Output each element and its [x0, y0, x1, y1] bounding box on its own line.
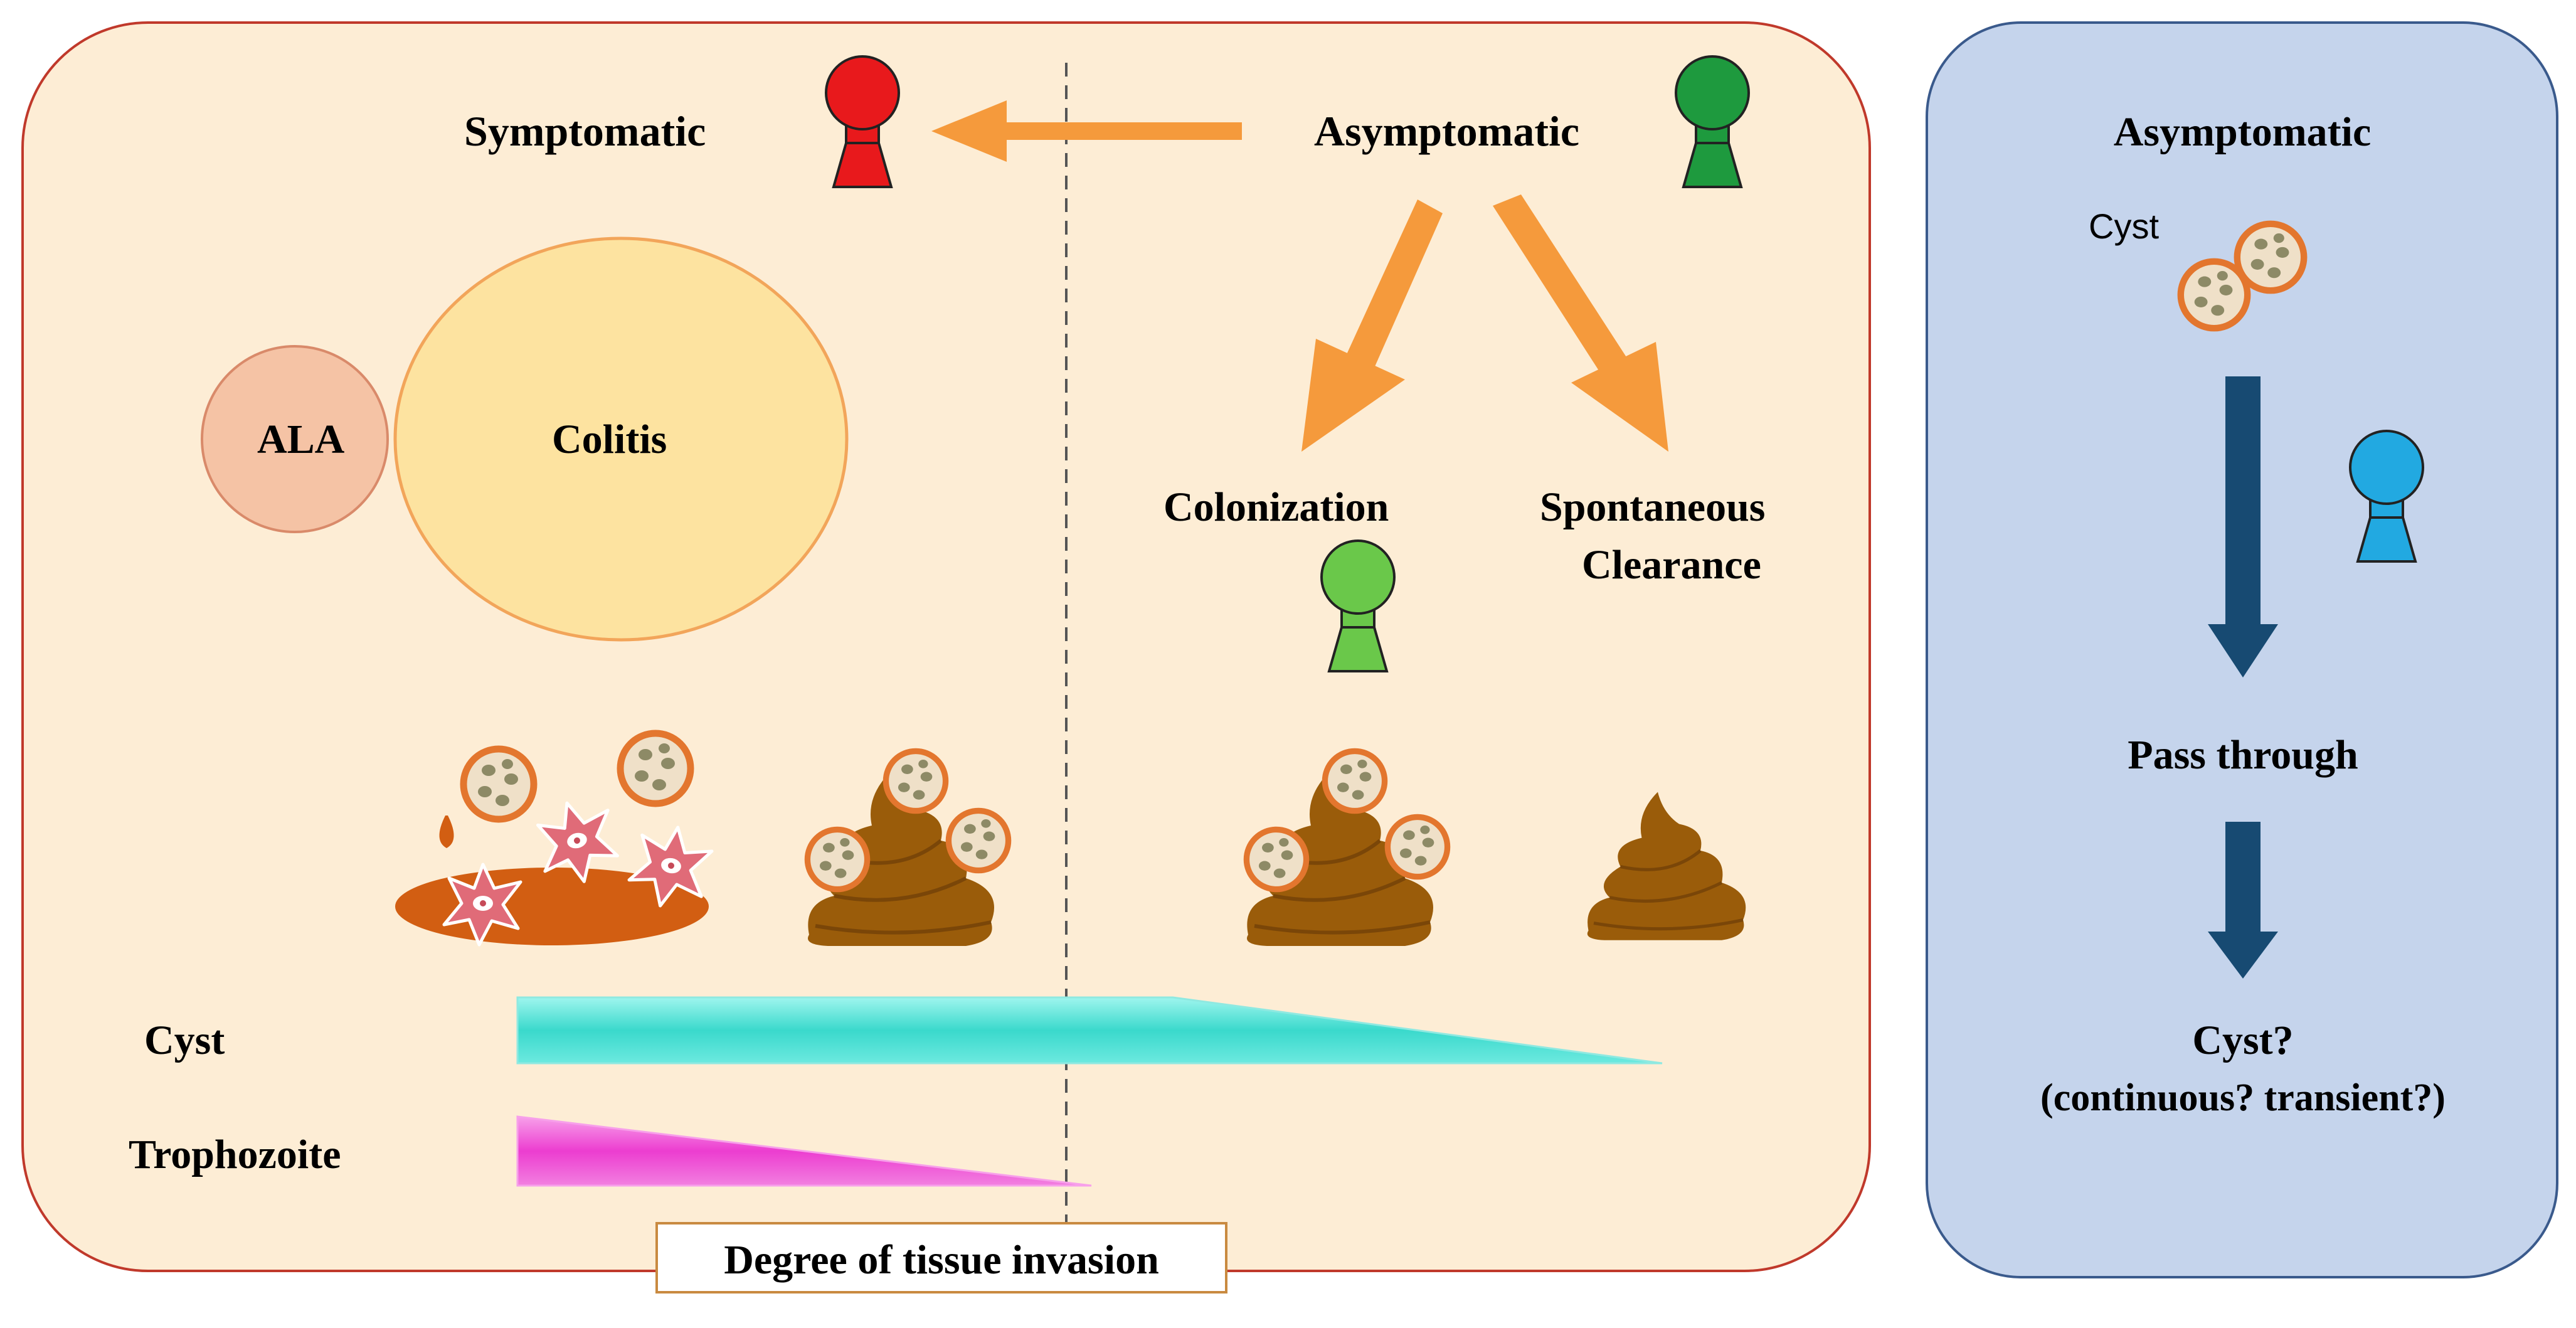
cyst-icon — [886, 751, 945, 810]
trophozoite-gradient-bar — [516, 1115, 1092, 1187]
cyst-icon — [1387, 817, 1447, 876]
spontaneous-label: Spontaneous — [1540, 484, 1766, 530]
clearance-label: Clearance — [1582, 542, 1761, 588]
left-panel — [21, 21, 1871, 1272]
invasive-tissue — [395, 733, 715, 945]
pass-through-label: Pass through — [2128, 732, 2358, 778]
colitis-circle — [393, 236, 849, 642]
cyst-icon — [2237, 224, 2304, 290]
cyst-question-arrow — [2208, 822, 2278, 979]
ala-label: ALA — [257, 417, 345, 462]
colitis-label: Colitis — [552, 417, 667, 462]
pass-through-arrow — [2208, 376, 2278, 677]
cyst-row-label: Cyst — [144, 1017, 225, 1063]
ala-circle — [201, 345, 389, 533]
cyst-icon — [807, 829, 867, 889]
cyst-icon — [948, 810, 1008, 870]
cyst-icon — [1246, 829, 1306, 889]
cyst-detail-label: (continuous? transient?) — [2040, 1076, 2446, 1119]
colonization-label: Colonization — [1163, 484, 1389, 530]
trophozoite-row-label: Trophozoite — [129, 1132, 341, 1177]
axis-label-box — [655, 1222, 1227, 1293]
right-cyst-label: Cyst — [2089, 206, 2159, 246]
asymptomatic-to-symptomatic-arrow — [931, 100, 1242, 162]
cyst-icon — [464, 749, 534, 819]
clearance-arrow — [1493, 194, 1668, 452]
asymptomatic-label: Asymptomatic — [1314, 107, 1579, 155]
cyst-gradient-bar — [516, 996, 1663, 1065]
axis-label: Degree of tissue invasion — [724, 1237, 1159, 1283]
right-asymptomatic-label: Asymptomatic — [2114, 109, 2372, 155]
colonization-arrow — [1301, 199, 1443, 452]
symptomatic-label: Symptomatic — [464, 107, 706, 155]
cyst-icon — [1325, 751, 1384, 810]
cyst-icon — [620, 733, 691, 804]
cyst-question-label: Cyst? — [2192, 1017, 2293, 1063]
